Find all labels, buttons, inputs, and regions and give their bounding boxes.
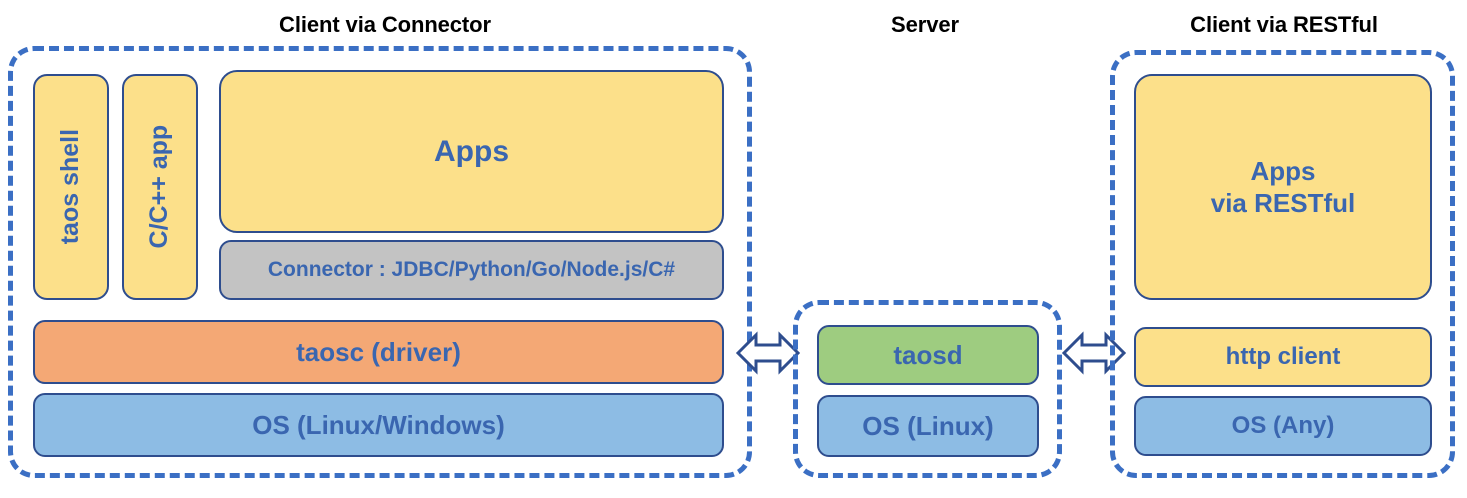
box-apps-connector[interactable]: Apps [219,70,724,233]
box-c-cpp-app-label: C/C++ app [145,125,174,249]
group-server [793,300,1062,478]
section-title-client-restful: Client via RESTful [1190,12,1378,37]
box-os-any[interactable]: OS (Any) [1134,396,1432,456]
box-connector-list[interactable]: Connector : JDBC/Python/Go/Node.js/C# [219,240,724,300]
box-os-any-label: OS (Any) [1231,412,1335,439]
box-http-client-label: http client [1225,343,1341,370]
box-http-client[interactable]: http client [1134,327,1432,387]
box-os-linux[interactable]: OS (Linux) [817,395,1039,457]
group-client-via-connector [8,46,752,478]
box-apps-connector-label: Apps [434,134,509,168]
box-taos-shell[interactable]: taos shell [33,74,109,300]
box-taosc-driver-label: taosc (driver) [296,336,461,367]
box-os-linux-windows[interactable]: OS (Linux/Windows) [33,393,724,457]
box-taosd[interactable]: taosd [817,325,1039,385]
section-title-server: Server [891,12,959,37]
box-taosc-driver[interactable]: taosc (driver) [33,320,724,384]
box-taosd-label: taosd [893,339,963,370]
box-os-linux-label: OS (Linux) [862,410,994,441]
box-connector-list-label: Connector : JDBC/Python/Go/Node.js/C# [267,257,676,281]
bidirectional-arrow-right [1062,330,1126,376]
box-apps-via-restful-line1: Apps [1250,155,1316,186]
box-os-linux-windows-label: OS (Linux/Windows) [252,409,505,440]
bidirectional-arrow-left [736,330,800,376]
group-client-via-restful [1110,50,1455,478]
box-apps-via-restful-line2: via RESTful [1210,188,1356,218]
box-c-cpp-app[interactable]: C/C++ app [122,74,198,300]
box-apps-via-restful[interactable]: Apps via RESTful [1134,74,1432,300]
section-title-client-connector: Client via Connector [279,12,491,37]
box-taos-shell-label: taos shell [56,129,85,245]
